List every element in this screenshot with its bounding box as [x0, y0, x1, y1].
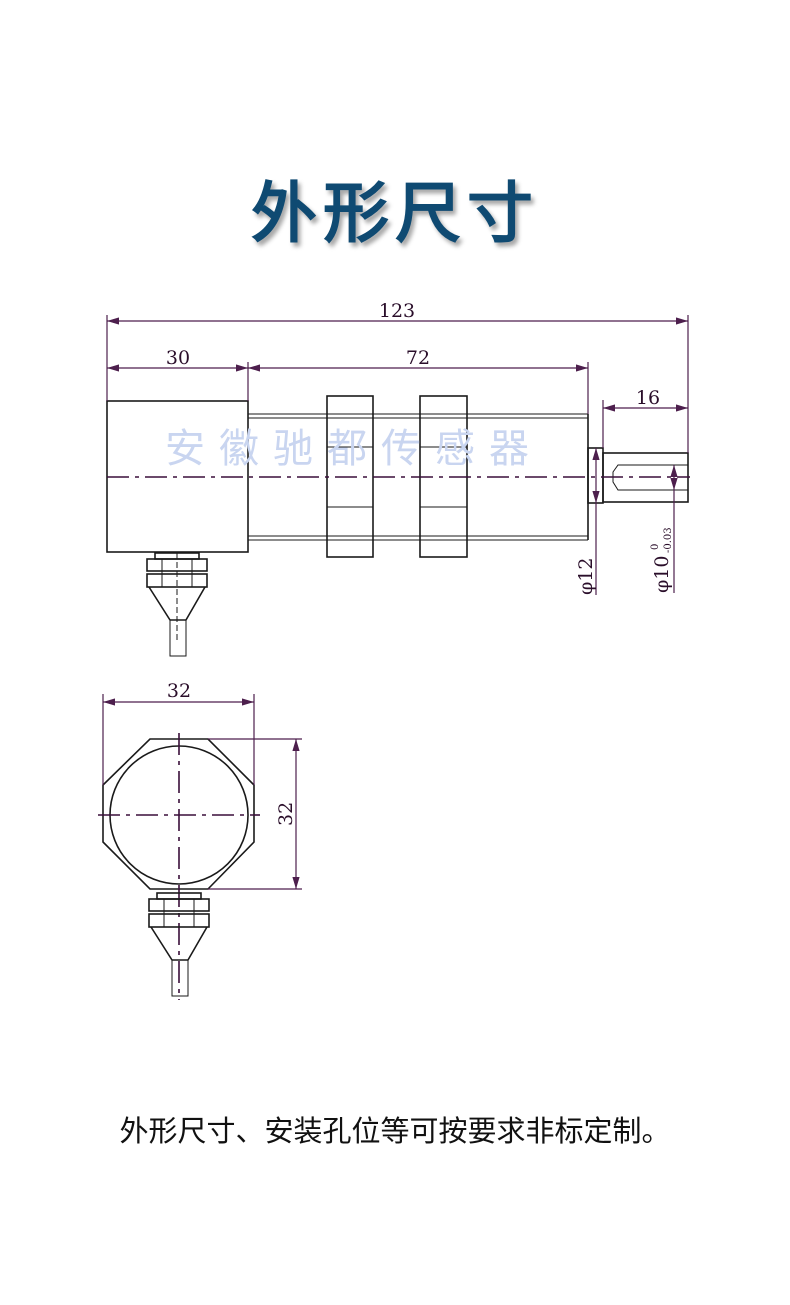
side-view: 安徽驰都传感器 123 30 72 16 φ12 φ10 0 -0.03 [106, 300, 690, 657]
dim-shaft-tol-lower: -0.03 [663, 527, 674, 553]
page-title: 外形尺寸 [251, 175, 539, 252]
dim-front-width: 32 [167, 680, 191, 702]
dim-shaft-diameter: φ10 [651, 556, 673, 593]
dim-front-height: 32 [275, 802, 297, 826]
dim-shaft-tol-upper: 0 [650, 544, 661, 550]
cable-gland [146, 552, 208, 657]
front-view: 32 32 [98, 680, 302, 1000]
dim-shoulder-diameter: φ12 [575, 558, 597, 595]
cable-gland [148, 892, 210, 997]
watermark: 安徽驰都传感器 [165, 426, 543, 472]
dim-overall-length: 123 [379, 300, 415, 322]
dim-body-length: 72 [406, 347, 430, 369]
dim-shaft-length: 16 [636, 387, 660, 409]
customization-note: 外形尺寸、安装孔位等可按要求非标定制。 [119, 1114, 671, 1148]
dim-head-length: 30 [166, 347, 190, 369]
